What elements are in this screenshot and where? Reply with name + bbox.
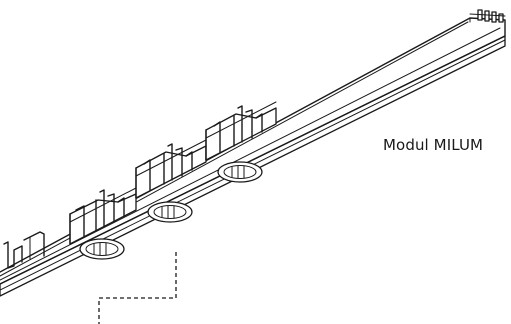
left-end-clip: [3, 231, 45, 269]
opening-2: [147, 201, 193, 223]
end-cap-teeth: [469, 9, 506, 23]
module-label: Modul MILUM: [383, 136, 484, 154]
dashed-leader-line: [98, 252, 177, 324]
profile-body: [0, 17, 506, 297]
opening-1: [79, 238, 125, 260]
opening-3: [217, 161, 263, 183]
connector-module-3: [205, 101, 277, 161]
